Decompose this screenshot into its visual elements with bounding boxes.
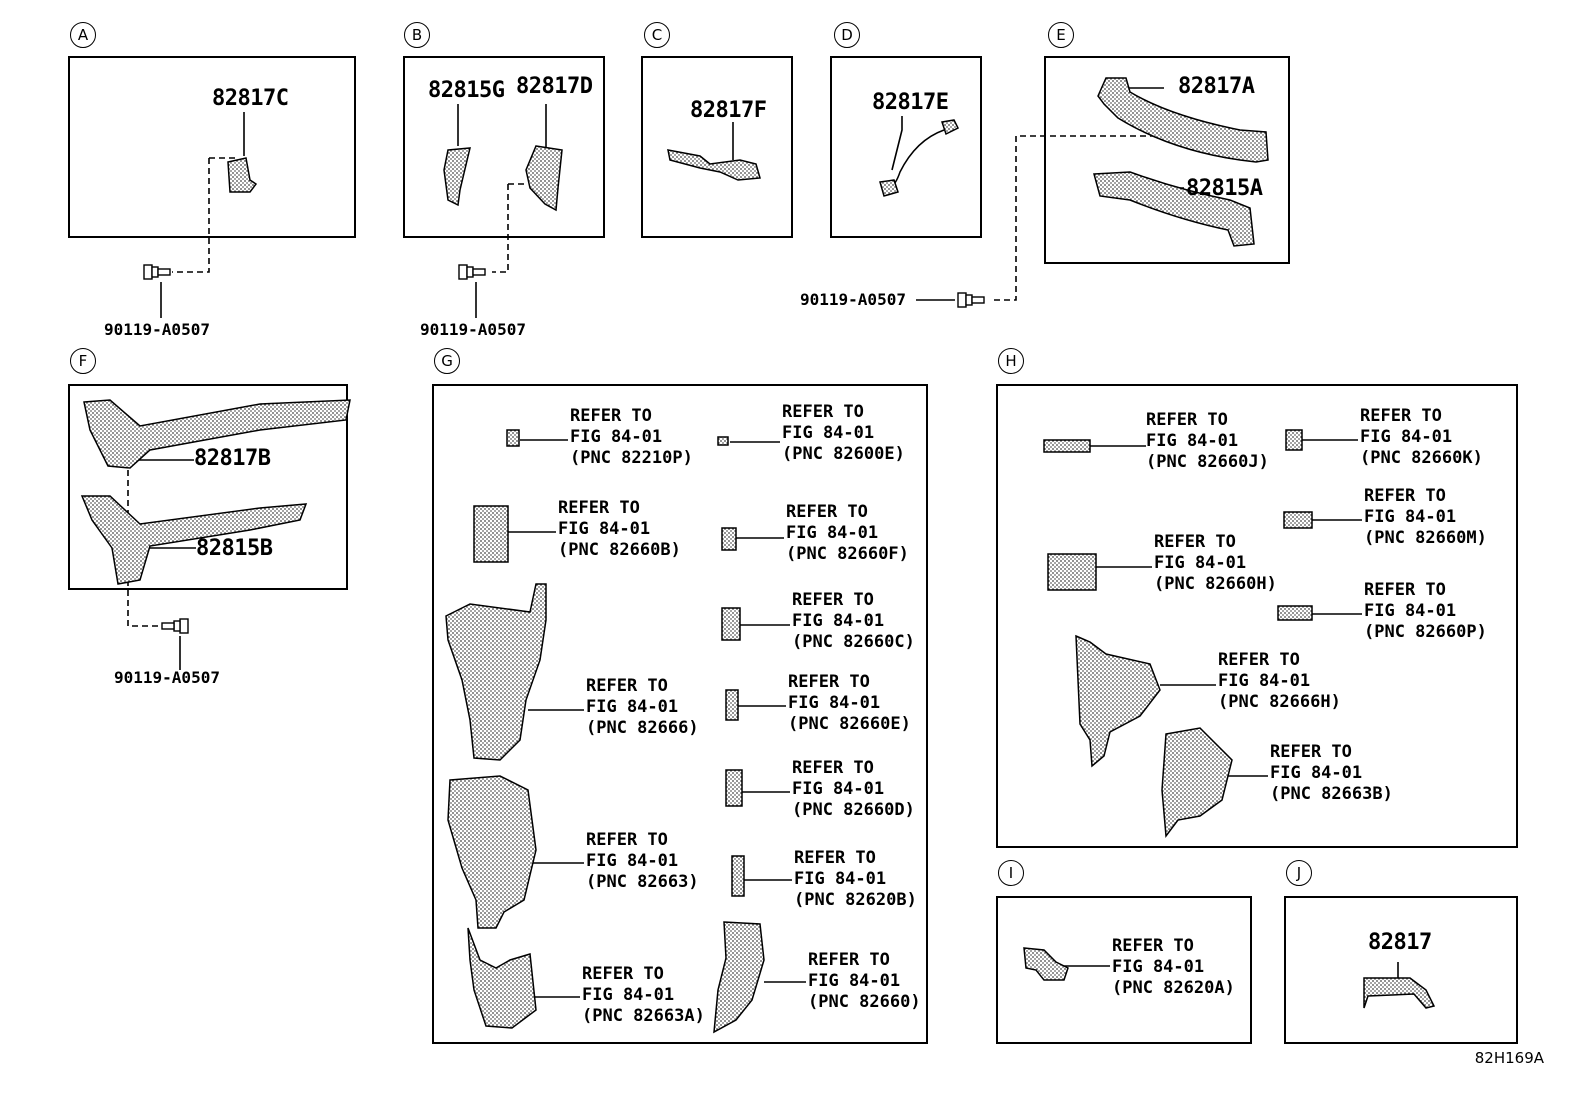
part-number-82815b: 82815B	[196, 536, 273, 561]
panel-h	[996, 384, 1518, 848]
section-label-i: I	[998, 860, 1024, 886]
section-label-f: F	[70, 348, 96, 374]
part-number-82815a: 82815A	[1186, 176, 1263, 201]
panel-c	[641, 56, 793, 238]
bolt-label-e: 90119-A0507	[800, 290, 906, 309]
part-number-82817a: 82817A	[1178, 74, 1255, 99]
part-number-82817c: 82817C	[212, 86, 289, 111]
panel-a	[68, 56, 356, 238]
part-number-82815g: 82815G	[428, 78, 505, 103]
section-label-d: D	[834, 22, 860, 48]
section-label-e: E	[1048, 22, 1074, 48]
section-label-a: A	[70, 22, 96, 48]
part-number-82817: 82817	[1368, 930, 1432, 955]
part-number-82817b: 82817B	[194, 446, 271, 471]
panel-b	[403, 56, 605, 238]
panel-d	[830, 56, 982, 238]
section-label-h: H	[998, 348, 1024, 374]
bolt-label-a: 90119-A0507	[104, 320, 210, 339]
part-number-82817d: 82817D	[516, 74, 593, 99]
part-number-82817e: 82817E	[872, 90, 949, 115]
section-label-c: C	[644, 22, 670, 48]
section-label-b: B	[404, 22, 430, 48]
part-number-82817f: 82817F	[690, 98, 767, 123]
bolt-label-f: 90119-A0507	[114, 668, 220, 687]
section-label-j: J	[1286, 860, 1312, 886]
bolt-label-b: 90119-A0507	[420, 320, 526, 339]
diagram-code: 82H169A	[1474, 1049, 1544, 1067]
panel-i	[996, 896, 1252, 1044]
panel-j	[1284, 896, 1518, 1044]
section-label-g: G	[434, 348, 460, 374]
